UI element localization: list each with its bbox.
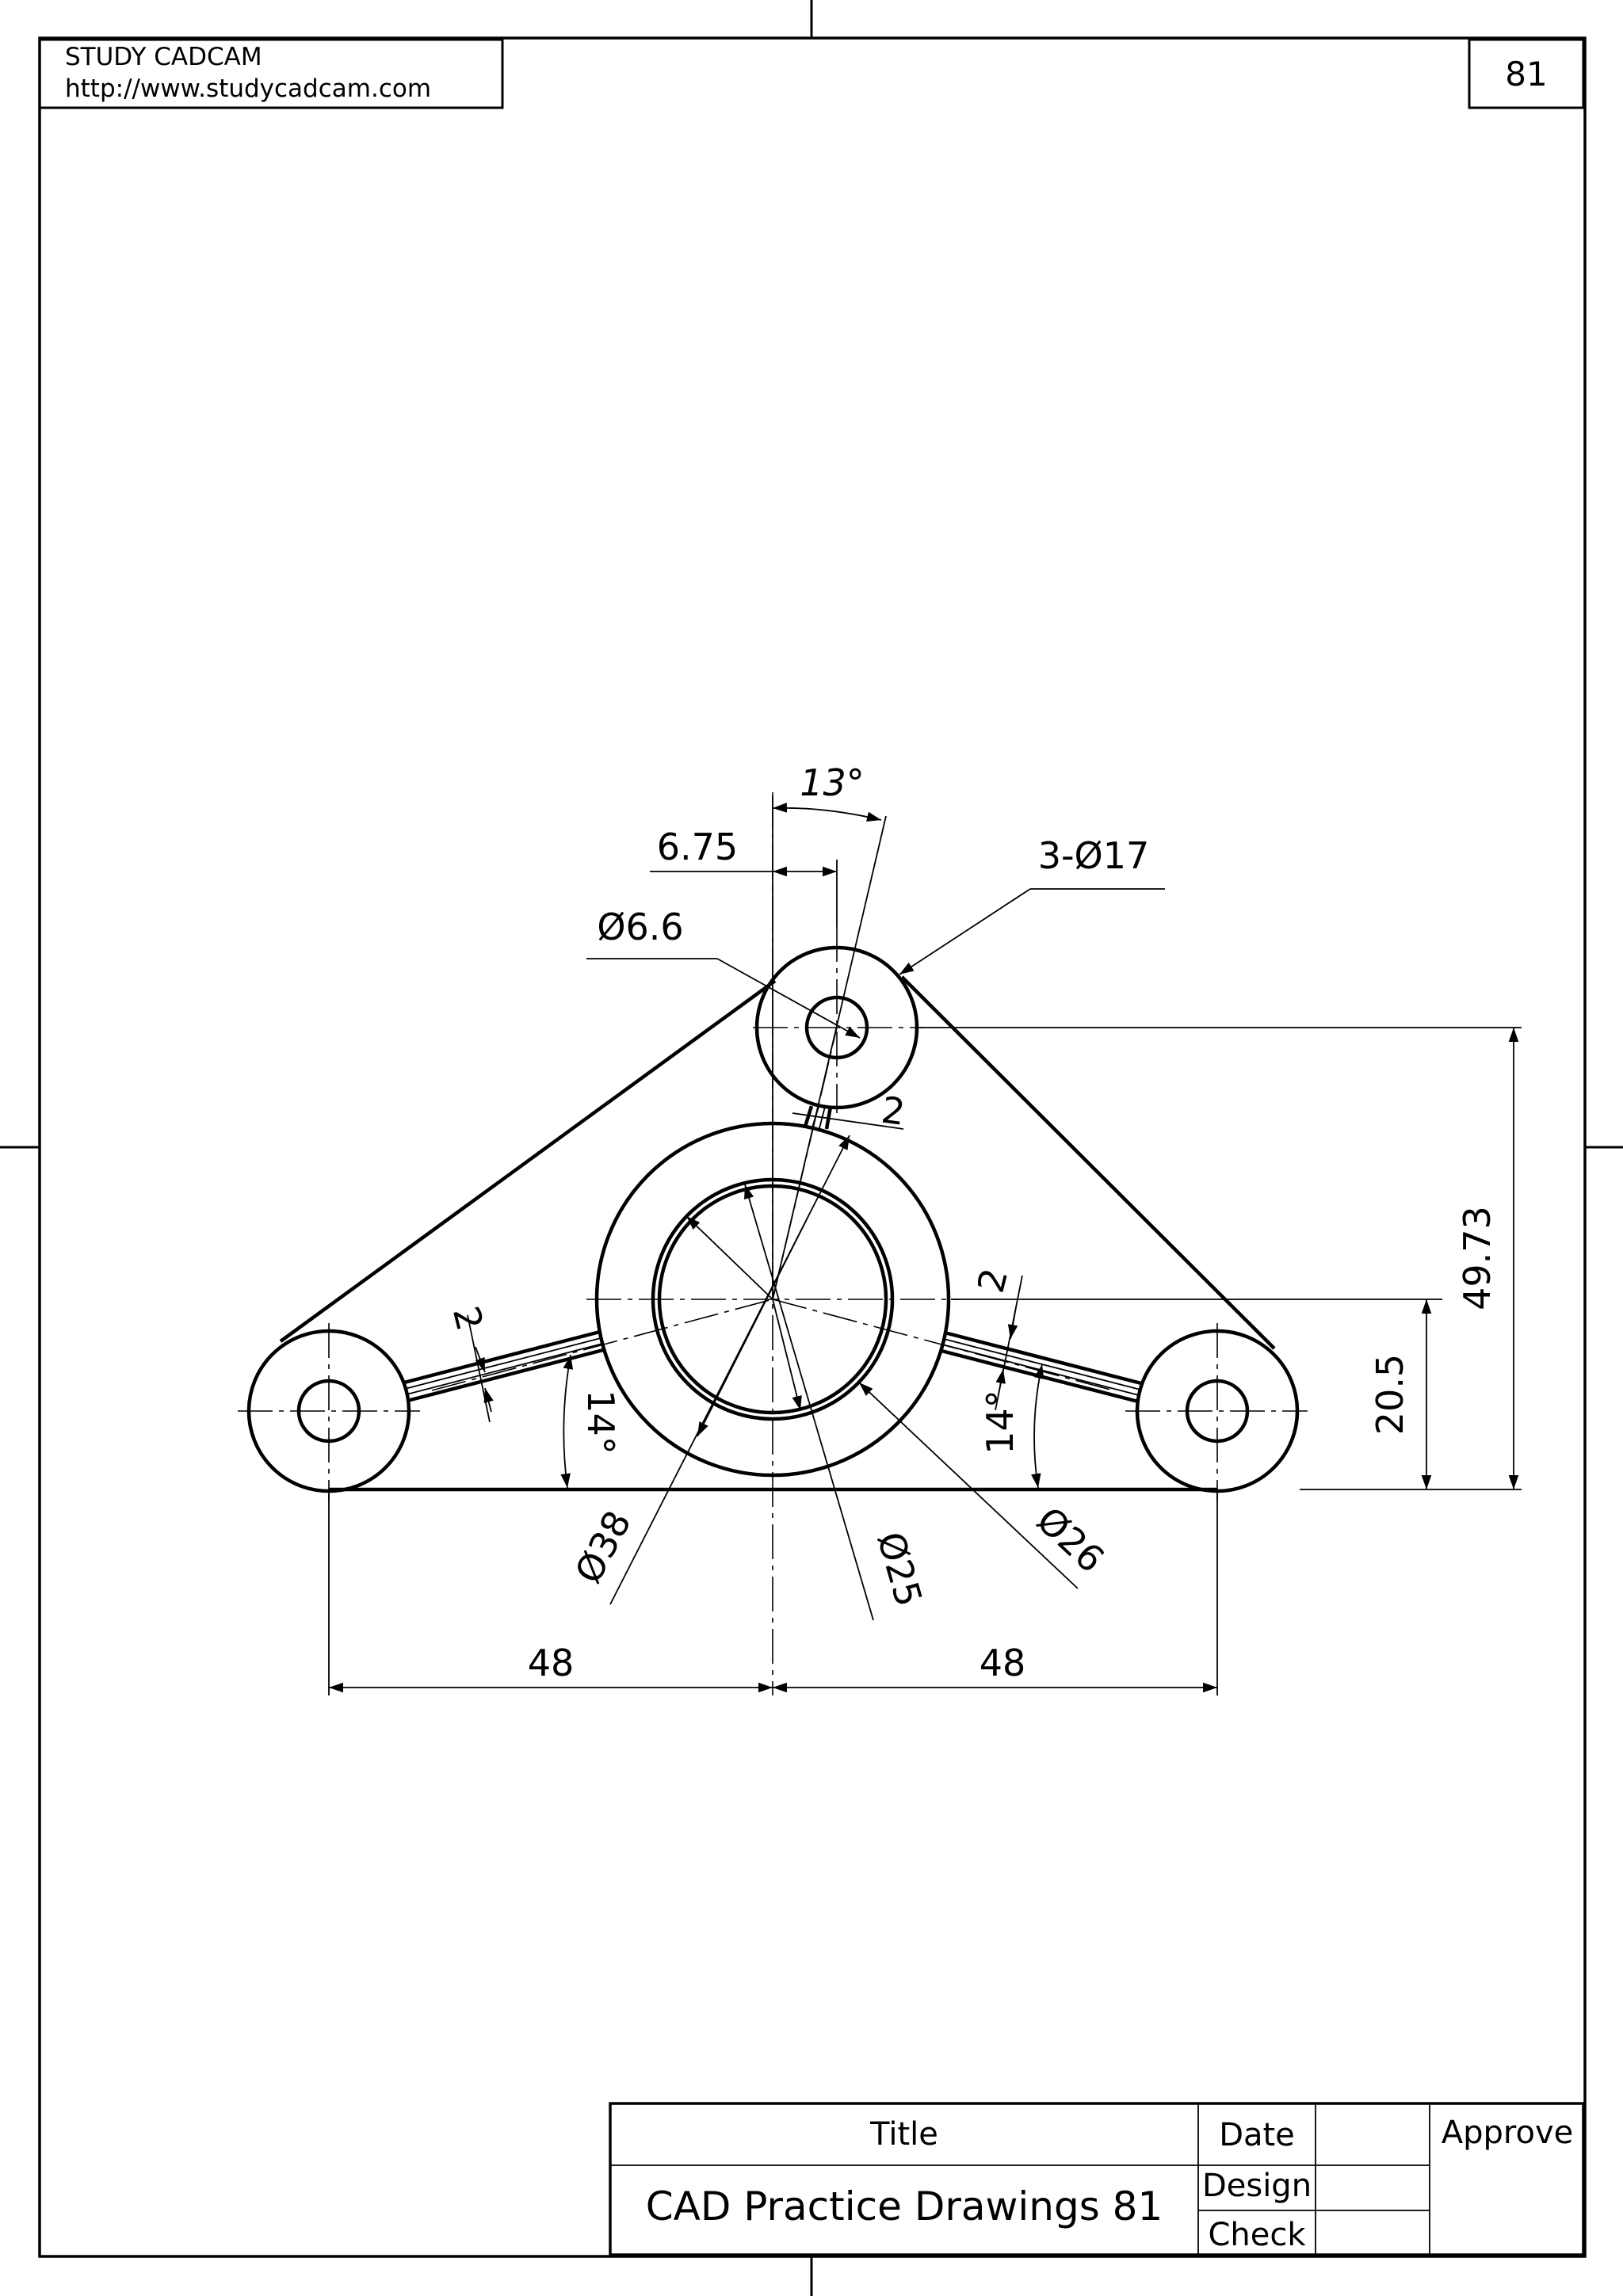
dim-rib-left: 2 (445, 1302, 491, 1334)
dimension-span-48: 48 48 (328, 1493, 1218, 1695)
right-tangent-edge (900, 975, 1276, 1350)
dim-dia-bore: Ø25 (869, 1527, 930, 1611)
dim-rib-right: 2 (969, 1264, 1016, 1296)
dimension-angle-14-left: 14° (560, 1354, 622, 1489)
dim-height-centers: 20.5 (1369, 1354, 1411, 1435)
drawing-title: CAD Practice Drawings 81 (646, 2183, 1163, 2229)
dimension-angle-14-right: 14° (979, 1363, 1044, 1489)
dimension-hole-6-6: Ø6.6 (586, 906, 861, 1039)
sheet-number-box: 81 (1468, 38, 1585, 109)
dimension-height-20-5: 20.5 (951, 1299, 1442, 1489)
dimension-rib-right: 2 (969, 1264, 1023, 1411)
company-name: STUDY CADCAM (65, 43, 262, 71)
approve-label: Approve (1442, 2115, 1573, 2151)
check-label: Check (1208, 2217, 1306, 2253)
dim-small-hole: Ø6.6 (597, 906, 683, 948)
dimension-angle-13: 13° (772, 761, 887, 1300)
header-company-box: STUDY CADCAM http://www.studycadcam.com (40, 38, 504, 109)
left-tangent-edge (279, 979, 777, 1343)
dimension-height-49-73: 49.73 (919, 1027, 1522, 1490)
dim-span-right: 48 (980, 1642, 1026, 1684)
dim-angle-top: 13° (800, 761, 865, 804)
dim-angle-right: 14° (979, 1390, 1022, 1455)
title-block: Title CAD Practice Drawings 81 Date Desi… (609, 2102, 1585, 2256)
title-label: Title (869, 2116, 938, 2153)
dim-dia-inner: Ø26 (1029, 1498, 1113, 1581)
dim-offset: 6.75 (657, 826, 738, 868)
sheet-number: 81 (1505, 55, 1547, 93)
dim-span-left: 48 (528, 1642, 575, 1684)
dimension-offset-6-75: 6.75 (650, 826, 838, 927)
dim-angle-left: 14° (579, 1390, 622, 1455)
dim-height-total: 49.73 (1456, 1206, 1499, 1310)
sheet-border (38, 36, 1587, 2258)
dim-dia-outer: Ø38 (567, 1504, 640, 1590)
design-label: Design (1202, 2168, 1312, 2204)
dim-boss-dia: 3-Ø17 (1038, 834, 1150, 877)
dimension-bosses-3-17: 3-Ø17 (899, 834, 1165, 975)
dim-rib-top: 2 (879, 1088, 908, 1134)
company-url: http://www.studycadcam.com (65, 74, 431, 103)
date-label: Date (1219, 2117, 1295, 2153)
